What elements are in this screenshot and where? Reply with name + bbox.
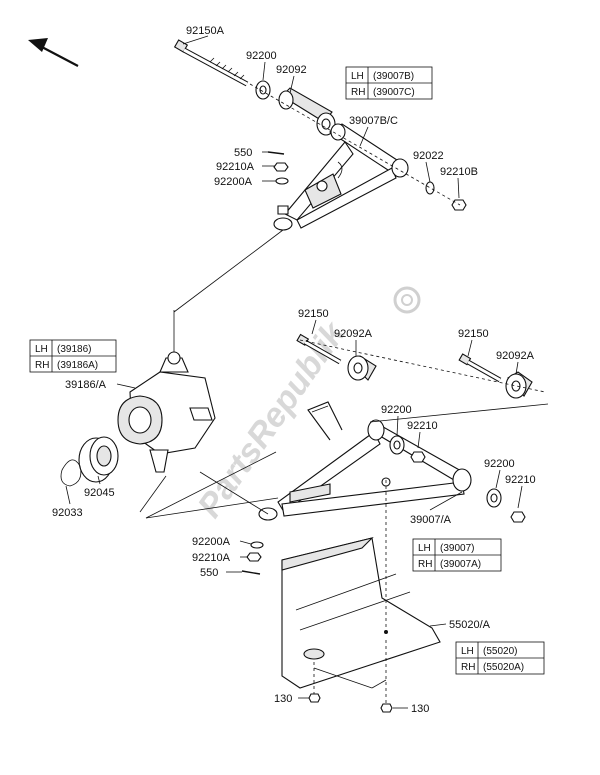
svg-text:RH: RH xyxy=(461,662,475,673)
label-92200-top: 92200 xyxy=(246,50,277,62)
label-39007BC: 39007B/C xyxy=(349,115,398,127)
washer-92200-right xyxy=(486,488,502,508)
svg-text:LH: LH xyxy=(418,543,431,554)
label-92210A-bot: 92210A xyxy=(192,552,231,564)
label-92033: 92033 xyxy=(52,507,83,519)
nut-92210B xyxy=(451,199,467,211)
cotter-pin-550-top xyxy=(267,151,285,155)
bolt-92150-mid xyxy=(296,333,342,365)
label-92092A-right: 92092A xyxy=(496,350,535,362)
label-55020A: 55020/A xyxy=(449,619,491,631)
svg-text:(39007A): (39007A) xyxy=(440,559,481,570)
leader-lines xyxy=(65,35,523,709)
label-92210A-top: 92210A xyxy=(216,161,255,173)
label-92200A-bot: 92200A xyxy=(192,536,231,548)
bolt-92150A xyxy=(173,39,249,87)
label-92210B: 92210B xyxy=(440,166,478,178)
label-92210-right: 92210 xyxy=(505,474,536,486)
nut-92210A-bot xyxy=(246,552,262,562)
label-130-right: 130 xyxy=(411,703,429,715)
label-92200A-top: 92200A xyxy=(214,176,253,188)
svg-text:(55020A): (55020A) xyxy=(483,662,524,673)
svg-text:RH: RH xyxy=(418,559,432,570)
assembly-lines xyxy=(139,229,549,689)
label-92150A: 92150A xyxy=(186,25,225,37)
svg-text:(39007B): (39007B) xyxy=(373,71,414,82)
lower-bolt-centerline xyxy=(299,339,546,393)
label-92045: 92045 xyxy=(84,487,115,499)
svg-text:RH: RH xyxy=(351,87,365,98)
svg-text:LH: LH xyxy=(35,344,48,355)
table-guard: LH (55020) RH (55020A) xyxy=(455,641,545,675)
label-92200-right: 92200 xyxy=(484,458,515,470)
svg-text:LH: LH xyxy=(461,646,474,657)
bolt-130-right xyxy=(380,640,393,713)
nut-92210-right xyxy=(510,511,526,523)
label-39007A: 39007/A xyxy=(410,514,452,526)
label-92200-mid: 92200 xyxy=(381,404,412,416)
steering-knuckle-39186A xyxy=(117,310,216,473)
front-direction-arrow-icon xyxy=(28,38,79,67)
washer-92200-mid xyxy=(389,435,405,455)
label-550-bot: 550 xyxy=(200,567,218,579)
table-upper-arm: LH (39007B) RH (39007C) xyxy=(345,66,433,100)
bushing-92092A-mid xyxy=(347,355,377,381)
washer-92022 xyxy=(425,181,435,195)
skid-guard-55020A xyxy=(281,480,441,689)
table-lower-arm: LH (39007) RH (39007A) xyxy=(412,538,502,572)
bushing-92092-top xyxy=(278,87,336,136)
svg-text:(55020): (55020) xyxy=(483,646,517,657)
label-550-top: 550 xyxy=(234,147,252,159)
label-92210-mid: 92210 xyxy=(407,420,438,432)
svg-text:(39007): (39007) xyxy=(440,543,474,554)
svg-text:(39186): (39186) xyxy=(57,344,91,355)
label-130-left: 130 xyxy=(274,693,292,705)
bolt-92150-right xyxy=(458,353,502,383)
svg-text:(39007C): (39007C) xyxy=(373,87,415,98)
upper-bolt-centerline xyxy=(249,83,461,206)
svg-text:RH: RH xyxy=(35,360,49,371)
washer-92200-top xyxy=(255,80,271,100)
label-92150-mid: 92150 xyxy=(298,308,329,320)
upper-a-arm xyxy=(284,123,409,229)
part-labels: 92150A 92200 92092 39007B/C 550 92210A 9… xyxy=(52,25,536,715)
nut-92210A-top xyxy=(273,162,289,172)
nut-92210-mid xyxy=(410,451,426,463)
label-39186A: 39186/A xyxy=(65,379,107,391)
cotter-pin-550-bot xyxy=(241,570,261,575)
bearing-92045 xyxy=(78,436,119,483)
label-92022: 92022 xyxy=(413,150,444,162)
svg-text:(39186A): (39186A) xyxy=(57,360,98,371)
washer-92200A-bot xyxy=(250,541,264,549)
washer-92200A-top xyxy=(275,177,289,185)
label-92092-top: 92092 xyxy=(276,64,307,76)
svg-text:LH: LH xyxy=(351,71,364,82)
label-92150-right: 92150 xyxy=(458,328,489,340)
gear-watermark-icon xyxy=(393,286,421,314)
label-92092A-mid: 92092A xyxy=(334,328,373,340)
bushing-92092A-right xyxy=(505,371,533,399)
table-knuckle: LH (39186) RH (39186A) xyxy=(29,339,117,373)
circlip-92033 xyxy=(60,459,82,487)
